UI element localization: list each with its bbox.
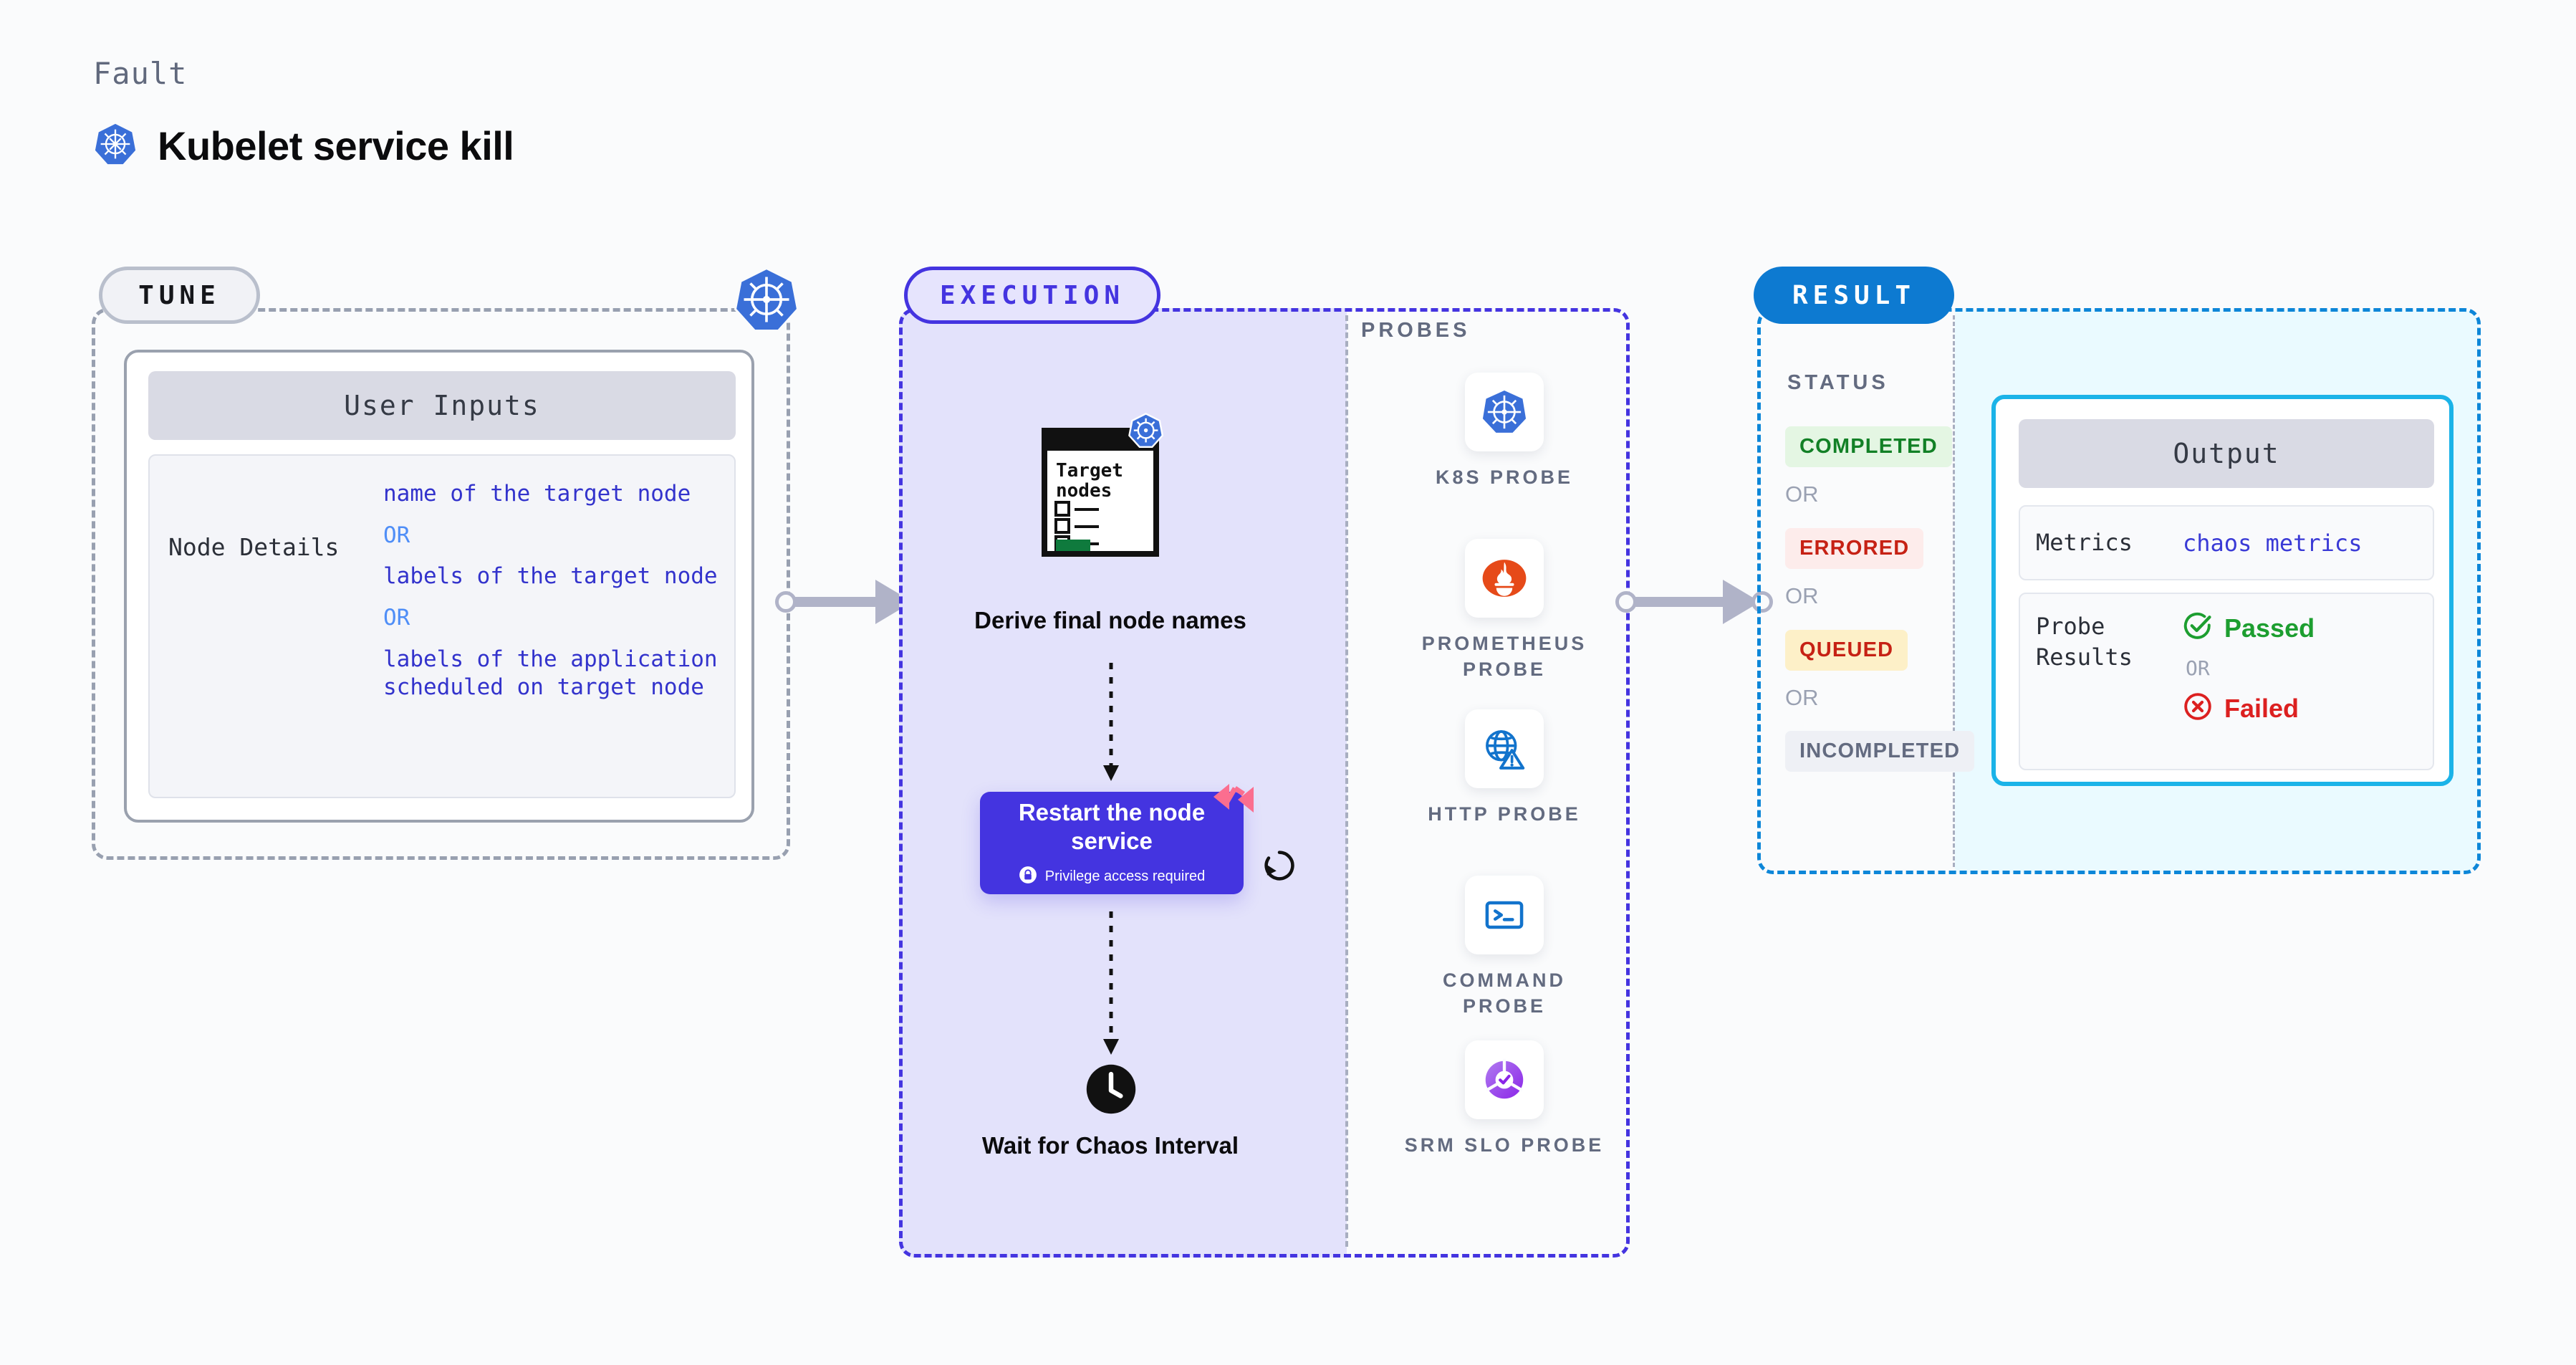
probe-label-http: HTTP PROBE: [1428, 803, 1581, 825]
fault-title-row: Kubelet service kill: [93, 122, 514, 170]
status-badge-errored: ERRORED: [1785, 528, 1924, 569]
derive-final-node-names-label: Derive final node names: [974, 607, 1246, 633]
probe-label-srm-slo: SRM SLO PROBE: [1404, 1134, 1605, 1156]
svg-text:Target: Target: [1056, 460, 1123, 482]
probe-failed-text: Failed: [2224, 693, 2299, 723]
svg-text:nodes: nodes: [1056, 480, 1112, 502]
result-panel: [1757, 308, 2481, 874]
fault-kicker: Fault: [93, 56, 188, 91]
probe-result-or: OR: [2186, 656, 2210, 680]
status-badge-completed: COMPLETED: [1785, 426, 1952, 467]
check-circle-icon: [2183, 611, 2213, 645]
status-or-3: OR: [1785, 685, 1819, 710]
page-title: Kubelet service kill: [158, 123, 514, 168]
prometheus-icon: [1465, 539, 1544, 618]
execution-panel: [899, 308, 1630, 1258]
probe-results-values: Passed OR Failed: [2183, 611, 2417, 752]
probe-label-command: COMMAND PROBE: [1443, 969, 1566, 1017]
status-badge-queued: QUEUED: [1785, 630, 1908, 671]
connector-execution-to-result: [1615, 570, 1777, 634]
wait-for-chaos-interval-label: Wait for Chaos Interval: [981, 1132, 1239, 1159]
status-label: STATUS: [1787, 371, 1889, 394]
output-card: Output Metrics chaos metrics Probe Resul…: [1991, 395, 2454, 786]
status-or-2: OR: [1785, 583, 1819, 608]
flow-arrow-1: [1103, 663, 1119, 781]
kubernetes-icon: [1465, 373, 1544, 451]
output-row-probe-results: Probe Results Passed OR: [2019, 593, 2434, 770]
globe-warning-icon: [1465, 709, 1544, 788]
restart-node-service-card[interactable]: Restart the node service Privilege acces…: [980, 792, 1244, 894]
user-inputs-body: Node Details name of the target node OR …: [148, 454, 736, 798]
flow-arrow-2: [1103, 911, 1119, 1055]
restart-node-service-title: Restart the node service: [1018, 798, 1206, 854]
execution-probes-divider: [1345, 315, 1348, 1247]
user-inputs-card: User Inputs Node Details name of the tar…: [124, 350, 754, 823]
input-value-2: labels of the target node: [383, 563, 718, 590]
lock-icon: [1019, 866, 1037, 888]
terminal-icon: [1465, 876, 1544, 954]
rotate-icon: [1259, 846, 1299, 886]
input-separator-2: OR: [383, 605, 410, 631]
execution-badge: EXECUTION: [904, 267, 1160, 324]
probe-item-prometheus[interactable]: PROMETHEUS PROBE: [1404, 539, 1605, 683]
result-output-divider: [1953, 315, 1955, 867]
probe-passed-text: Passed: [2224, 613, 2315, 643]
clock-icon: [1084, 1062, 1138, 1116]
status-badge-incompleted: INCOMPLETED: [1785, 731, 1975, 772]
tune-panel: User Inputs Node Details name of the tar…: [92, 308, 790, 860]
node-details-key: Node Details: [168, 533, 340, 561]
probes-label: PROBES: [1361, 319, 1471, 342]
probe-item-k8s[interactable]: K8S PROBE: [1404, 373, 1605, 490]
privilege-note-text: Privilege access required: [1044, 868, 1206, 885]
result-badge: RESULT: [1754, 267, 1954, 324]
tune-badge: TUNE: [99, 267, 260, 324]
output-header: Output: [2019, 419, 2434, 488]
kubernetes-icon: [93, 122, 138, 170]
probe-results-key: Probe Results: [2036, 613, 2133, 671]
metrics-key: Metrics: [2036, 528, 2133, 556]
probe-item-command[interactable]: COMMAND PROBE: [1404, 876, 1605, 1020]
node-details-values: name of the target node OR labels of the…: [383, 480, 721, 797]
metrics-value: chaos metrics: [2183, 529, 2363, 557]
probe-item-srm-slo[interactable]: SRM SLO PROBE: [1404, 1040, 1605, 1158]
tune-kubernetes-icon: [732, 265, 801, 334]
harness-logo-icon: [1213, 784, 1254, 817]
status-or-1: OR: [1785, 482, 1819, 507]
input-separator-1: OR: [383, 522, 410, 548]
x-circle-icon: [2183, 691, 2213, 725]
privilege-note: Privilege access required: [1019, 866, 1205, 888]
tune-panel-border: [92, 308, 790, 860]
probe-result-passed: Passed: [2183, 611, 2417, 645]
target-nodes-document-icon: Target nodes: [1030, 411, 1188, 568]
probe-result-failed: Failed: [2183, 691, 2417, 725]
output-row-metrics: Metrics chaos metrics: [2019, 505, 2434, 580]
probe-label-prometheus: PROMETHEUS PROBE: [1421, 633, 1587, 681]
probe-item-http[interactable]: HTTP PROBE: [1404, 709, 1605, 827]
result-panel-border: [1757, 308, 2481, 874]
user-inputs-header: User Inputs: [148, 371, 736, 440]
input-value-1: name of the target node: [383, 481, 691, 507]
srm-slo-donut-icon: [1465, 1040, 1544, 1119]
input-value-3: labels of the application scheduled on t…: [383, 646, 718, 701]
execution-panel-border: [899, 308, 1630, 1258]
probe-label-k8s: K8S PROBE: [1435, 466, 1574, 488]
